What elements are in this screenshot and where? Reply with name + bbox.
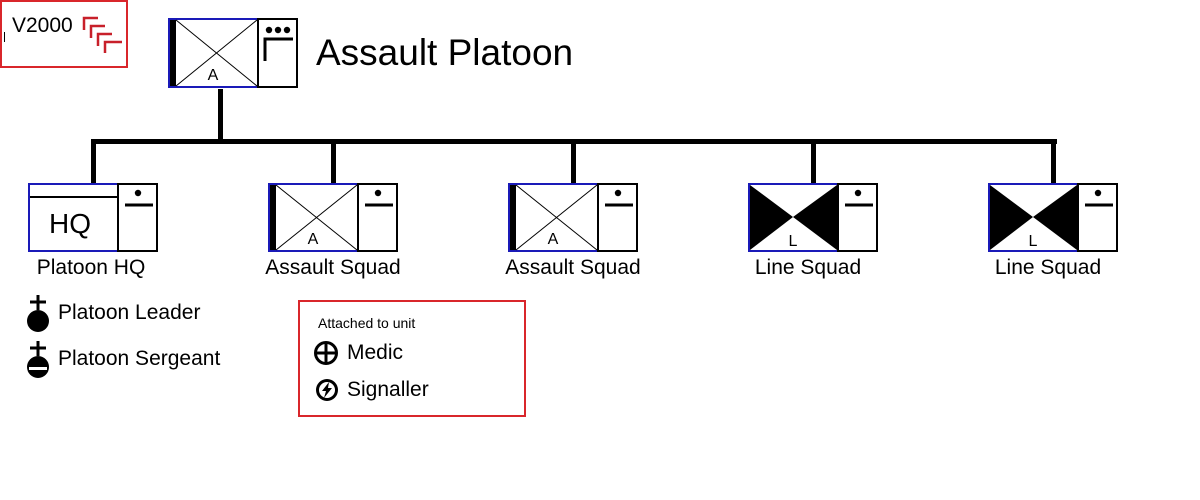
attached-units-box [298, 300, 526, 417]
platoon-leader-icon [27, 295, 49, 332]
page-title: Assault Platoon [316, 32, 574, 73]
logo-chevrons-icon [82, 16, 122, 53]
legend-label: Platoon Leader [58, 301, 201, 324]
attachment-medic: Medic [313, 339, 403, 367]
signaller-icon [316, 379, 338, 401]
logo-text: V2000 [12, 14, 73, 37]
unit-letter: L [1029, 233, 1038, 250]
platoon-unit-symbol: A [168, 18, 298, 88]
logo-tick [4, 32, 5, 42]
platoon-sergeant-icon [27, 341, 49, 378]
connector-trunk [218, 89, 223, 141]
legend-platoon-sergeant: Platoon Sergeant [24, 338, 220, 380]
unit-label: Assault Squad [505, 256, 641, 279]
legend-platoon-leader: Platoon Leader [24, 292, 200, 334]
unit-label: Platoon HQ [36, 256, 146, 279]
connector-drop [331, 139, 336, 184]
attachment-label: Medic [347, 341, 404, 364]
connector-drop [571, 139, 576, 184]
logo-frame [0, 0, 128, 68]
line-squad-symbol: L [748, 183, 878, 252]
unit-label: Line Squad [994, 256, 1102, 279]
unit-label: Assault Squad [265, 256, 401, 279]
attachment-label: Signaller [347, 378, 429, 401]
hq-unit-text: HQ [49, 208, 91, 239]
connector-drop [91, 139, 96, 184]
unit-letter: A [548, 231, 559, 248]
medic-icon [314, 341, 338, 365]
assault-squad-symbol: A [268, 183, 398, 252]
line-squad-symbol: L [988, 183, 1118, 252]
connector-drop [811, 139, 816, 184]
attachment-signaller: Signaller [313, 376, 429, 404]
attached-units-title: Attached to unit [318, 315, 416, 331]
connector-drop [1051, 139, 1056, 184]
unit-label: Line Squad [754, 256, 862, 279]
hq-unit-symbol: HQ [28, 183, 158, 252]
unit-letter: A [308, 231, 319, 248]
legend-label: Platoon Sergeant [58, 347, 221, 370]
assault-squad-symbol: A [508, 183, 638, 252]
platoon-unit-letter: A [208, 67, 219, 84]
unit-letter: L [789, 233, 798, 250]
